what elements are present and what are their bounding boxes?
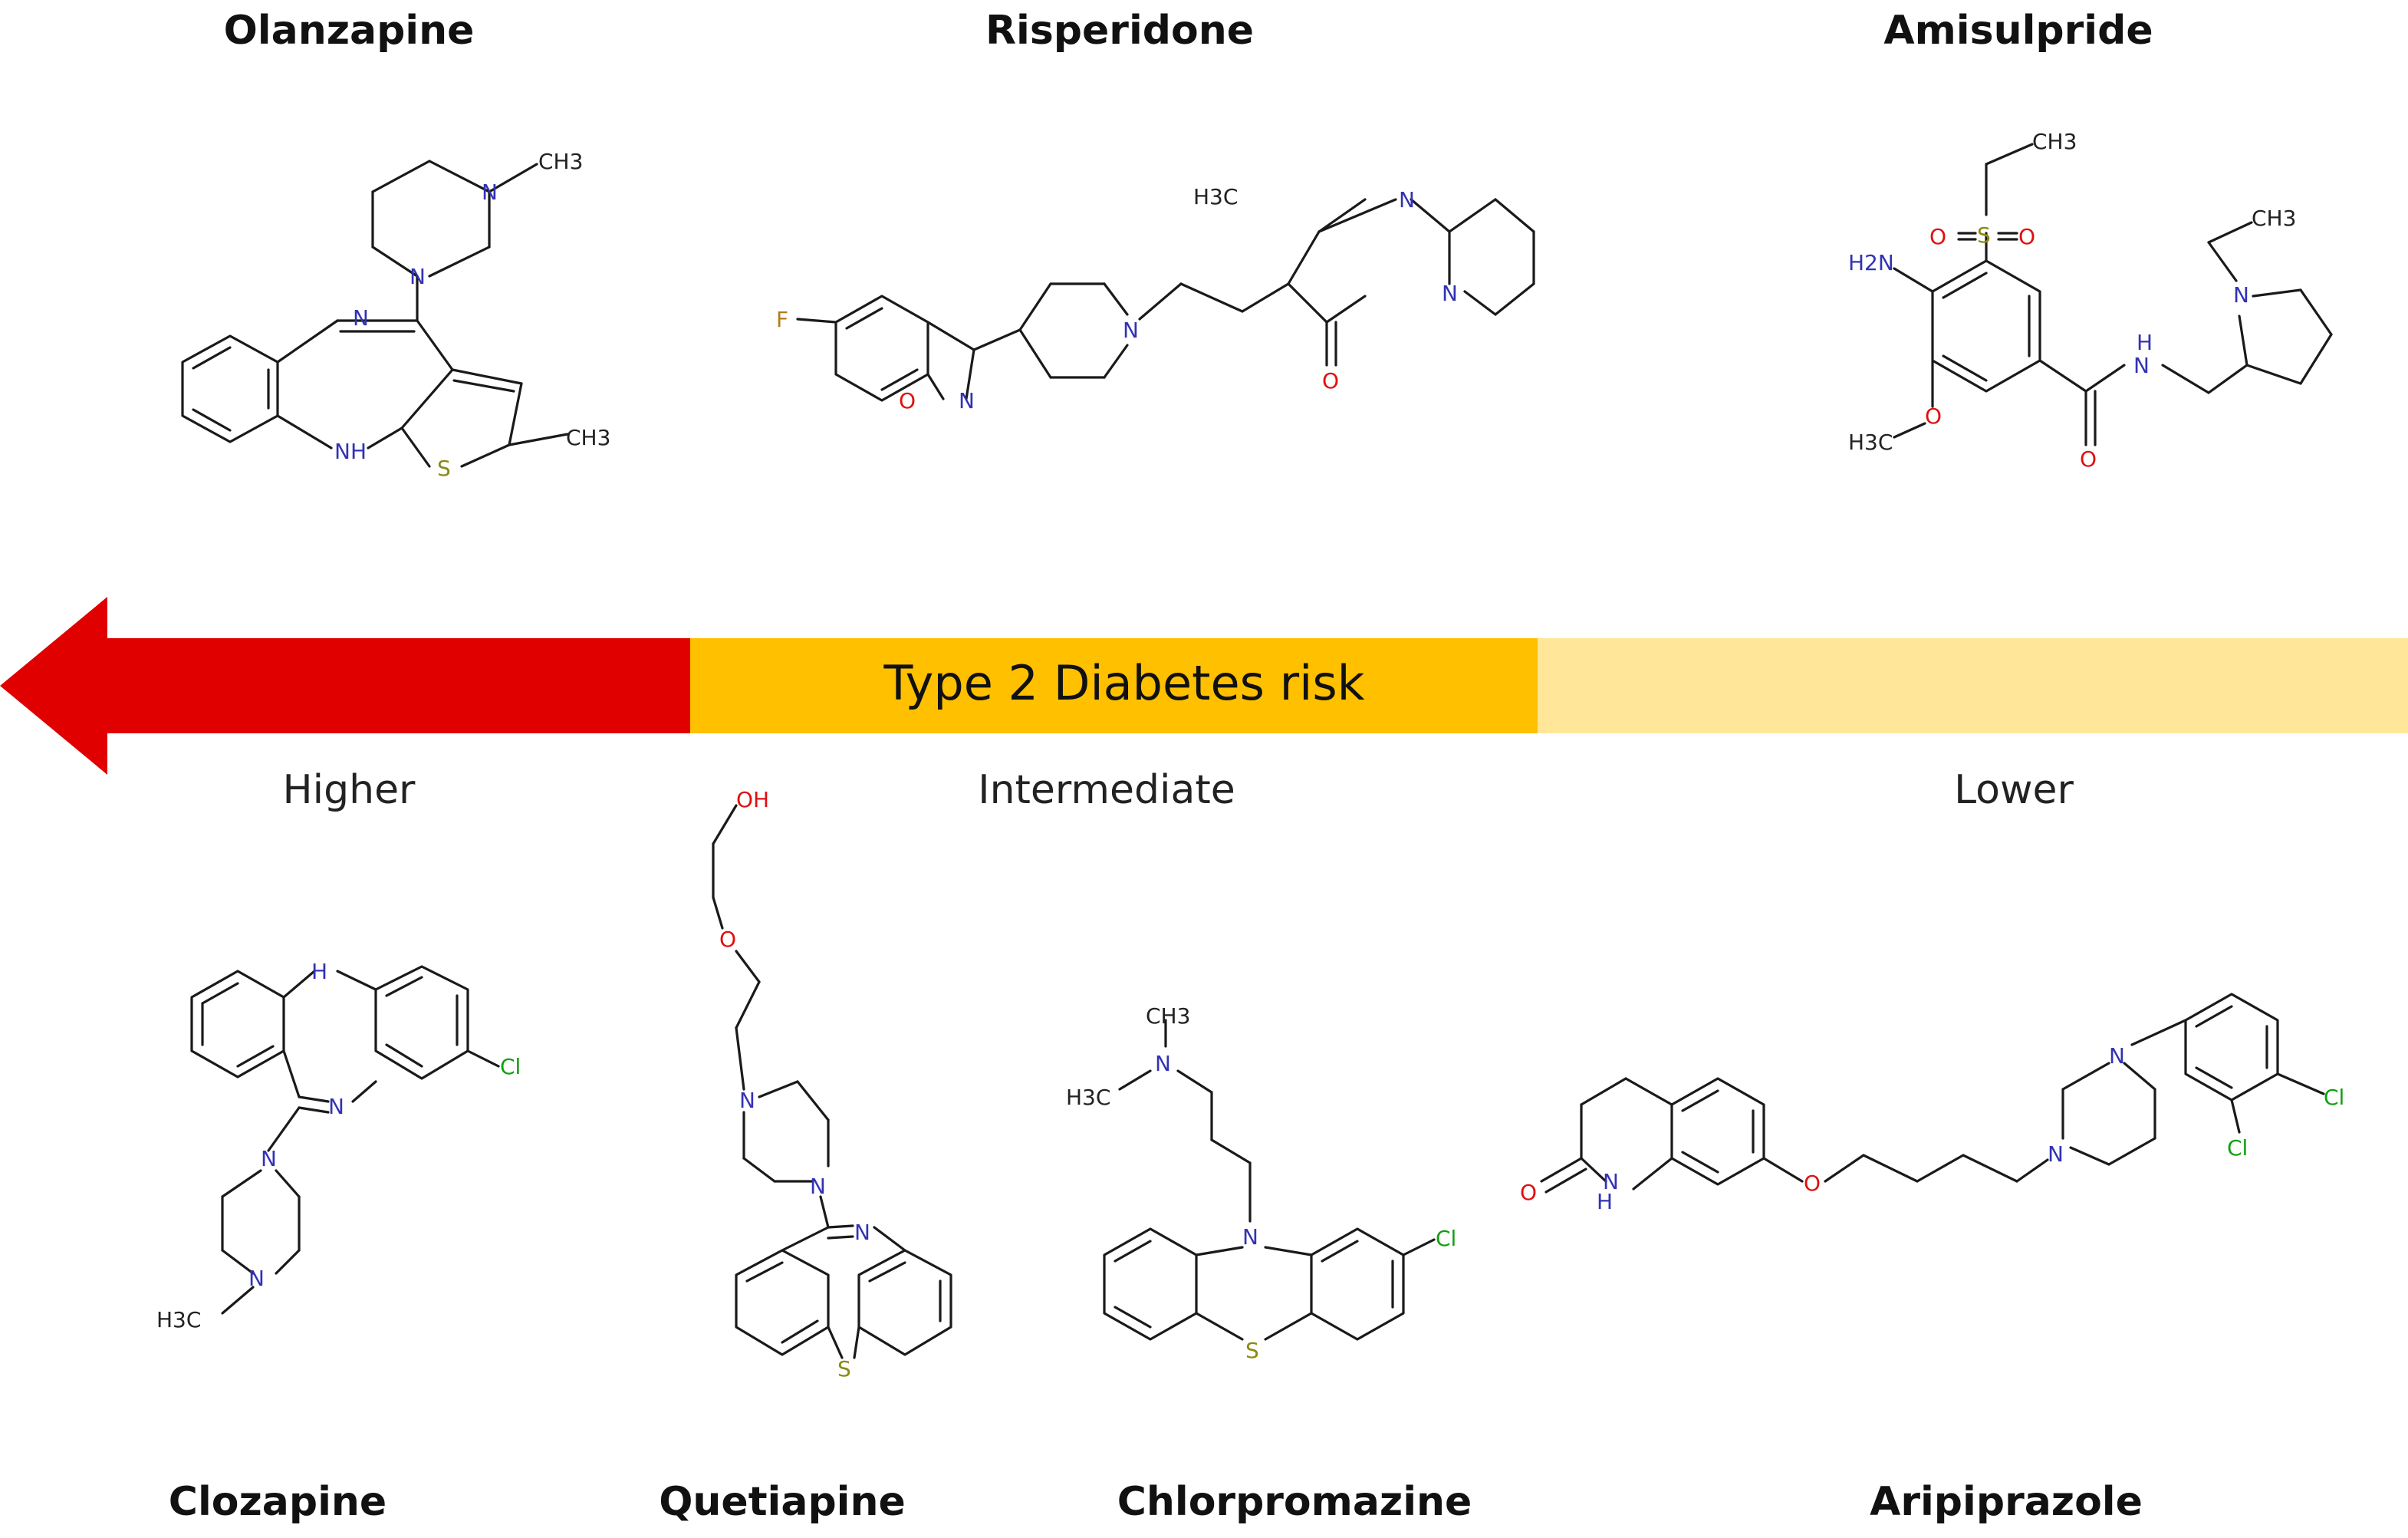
risk-scale-title: Type 2 Diabetes risk [883,655,1365,711]
atom-n: N [1123,318,1139,343]
risperidone-structure: F O N N H3C N N O [776,184,1535,413]
atom-h: H [311,959,327,984]
atom-n: N [810,1174,826,1199]
olanzapine-structure: N NH S N N CH3 CH3 [181,149,610,481]
risk-level-higher: Higher [282,767,416,813]
drug-name-amisulpride: Amisulpride [1883,8,2153,54]
atom-n: N [854,1220,870,1245]
amisulpride-structure: S O O CH3 H2N O H3C O N H N CH3 [1848,129,2333,472]
clozapine-structure: H N Cl N N H3C [156,959,521,1332]
atom-o: O [719,927,736,952]
atom-s: S [1977,222,1991,248]
atom-n: N [2109,1043,2125,1069]
atom-oh: OH [736,787,769,812]
atom-cl: Cl [500,1054,521,1079]
atom-n: N [482,179,498,205]
atom-ch3: CH3 [1146,1003,1190,1029]
atom-h2n: H2N [1848,250,1894,275]
drug-name-risperidone: Risperidone [985,8,1255,54]
atom-cl: Cl [1436,1226,1456,1251]
risk-level-lower: Lower [1954,767,2074,813]
atom-h: H [2137,330,2153,355]
atom-ch3: CH3 [566,425,610,450]
atom-n: N [353,305,369,331]
atom-h3c: H3C [1066,1085,1110,1110]
atom-n: N [2048,1141,2064,1167]
atom-o: O [1804,1171,1821,1196]
chlorpromazine-structure: CH3 N H3C N S Cl [1066,1003,1456,1363]
atom-o: O [899,388,916,413]
drug-name-olanzapine: Olanzapine [223,8,475,54]
atom-n: N [1155,1051,1171,1076]
atom-cl: Cl [2227,1135,2248,1161]
atom-o: O [2018,224,2035,249]
diabetes-risk-arrow [0,597,2408,775]
atom-s: S [837,1356,851,1382]
atom-n: N [248,1266,265,1291]
atom-n: N [328,1094,344,1119]
atom-n: N [1603,1169,1619,1194]
atom-f: F [776,307,788,332]
atom-o: O [1929,224,1946,249]
atom-h3c: H3C [1193,184,1238,209]
atom-n: N [959,388,975,413]
atom-o: O [1322,368,1339,394]
atom-n: N [739,1088,755,1113]
atom-h: H [1597,1189,1613,1214]
risk-segment-lower [1538,638,2408,733]
aripiprazole-structure: O N H O N N Cl Cl [1520,993,2344,1214]
atom-ch3: CH3 [2032,129,2077,154]
atom-cl: Cl [2324,1085,2344,1110]
atom-h3c: H3C [1848,430,1893,455]
drug-name-clozapine: Clozapine [168,1479,387,1525]
risk-level-intermediate: Intermediate [978,767,1235,813]
drug-name-quetiapine: Quetiapine [659,1479,906,1525]
atom-ch3: CH3 [538,149,583,174]
atom-s: S [1245,1338,1259,1363]
atom-n: N [2233,282,2249,308]
drug-name-aripiprazole: Aripiprazole [1870,1479,2143,1525]
risk-segment-higher [0,597,690,775]
drug-name-chlorpromazine: Chlorpromazine [1117,1479,1472,1525]
atom-h3c: H3C [156,1307,201,1332]
atom-n: N [410,264,426,289]
atom-ch3: CH3 [2252,206,2296,231]
quetiapine-structure: OH O N N N S [712,787,952,1382]
atom-o: O [1520,1180,1537,1205]
atom-o: O [2080,446,2097,472]
atom-n: N [1399,187,1415,212]
atom-o: O [1925,403,1942,429]
atom-n: N [1242,1224,1258,1250]
atom-nh: NH [334,439,367,464]
risk-segment-intermediate [690,638,1538,733]
atom-n: N [1442,281,1458,306]
atom-s: S [437,456,451,481]
atom-n: N [2133,353,2150,378]
atom-n: N [261,1146,277,1171]
